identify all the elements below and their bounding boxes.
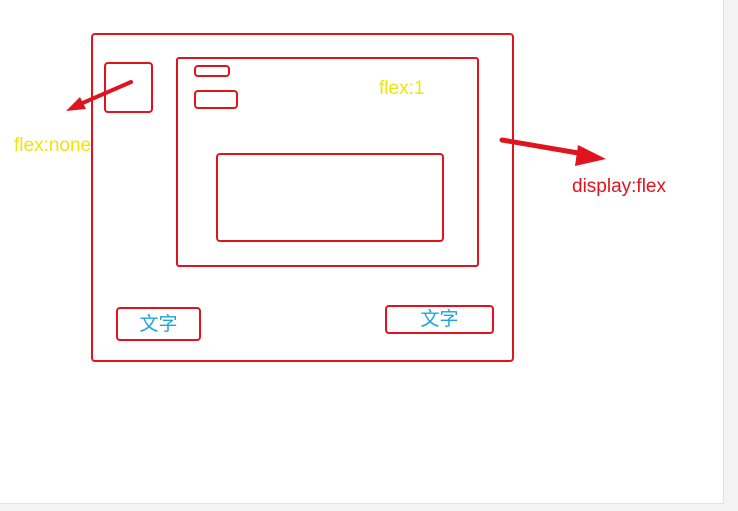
content-box — [216, 153, 444, 242]
label-flex-one: flex:1 — [379, 78, 425, 99]
arrow-to-flex-none-icon — [66, 80, 133, 111]
label-display-flex: display:flex — [572, 176, 666, 197]
text-button-right-label: 文字 — [420, 308, 459, 330]
small-pill-2 — [194, 90, 238, 109]
label-flex-none: flex:none — [14, 135, 92, 156]
arrow-to-display-flex-icon — [499, 137, 606, 166]
canvas: 文字 文字 flex:1 flex:none display:flex — [0, 0, 724, 504]
small-pill-1 — [194, 65, 230, 77]
flex-none-item-box — [104, 62, 153, 113]
text-button-left-label: 文字 — [139, 312, 178, 335]
flex-one-item-box — [176, 57, 479, 267]
text-button-right: 文字 — [385, 305, 494, 334]
flex-container-outline — [91, 33, 514, 362]
text-button-left: 文字 — [116, 307, 201, 341]
annotation-arrows — [66, 80, 606, 166]
